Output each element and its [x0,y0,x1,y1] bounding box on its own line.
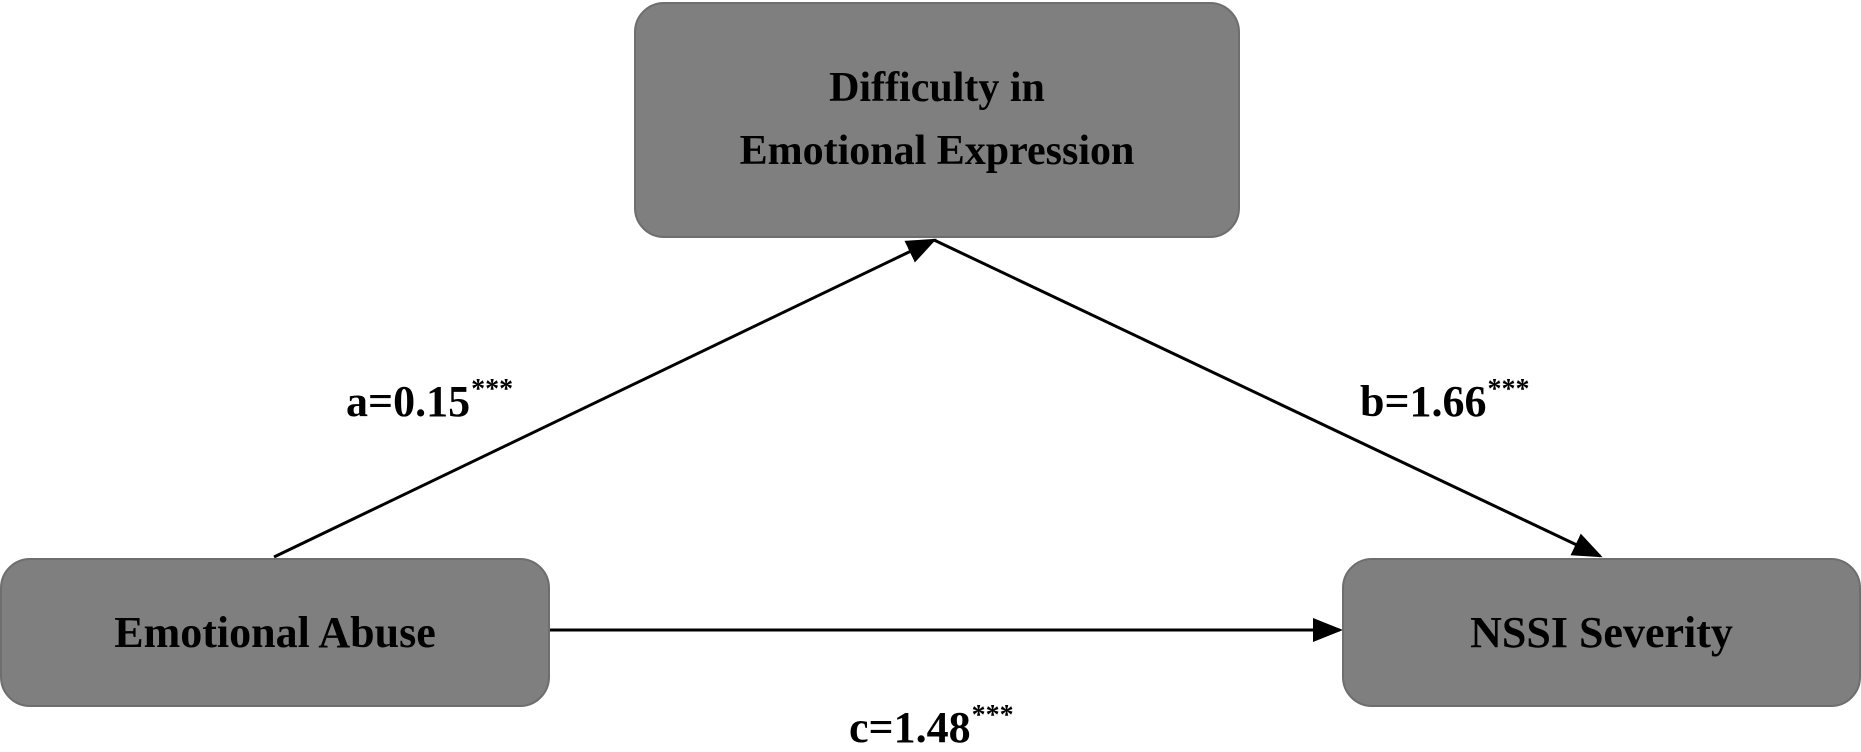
outcome-label: NSSI Severity [1470,607,1733,657]
path-a-arrow [273,238,937,559]
path-b-label: b=1.66 [1360,377,1487,426]
path-c-coefficient: c=1.48*** [849,702,1014,752]
path-a-coefficient: a=0.15*** [346,376,513,426]
path-c-significance: *** [971,700,1014,731]
mediator-label-line1: Difficulty in [829,65,1045,111]
outcome-node: NSSI Severity [1342,558,1861,707]
path-a-significance: *** [471,374,514,405]
path-a-label: a=0.15 [346,377,471,426]
path-c-label: c=1.48 [849,703,971,752]
predictor-label: Emotional Abuse [114,607,436,657]
mediator-node: Difficulty in Emotional Expression [634,2,1240,238]
mediator-label-line2: Emotional Expression [739,128,1135,174]
path-b-coefficient: b=1.66*** [1360,376,1530,426]
predictor-node: Emotional Abuse [0,558,550,707]
path-b-arrow [933,238,1603,558]
path-b-significance: *** [1487,374,1530,405]
